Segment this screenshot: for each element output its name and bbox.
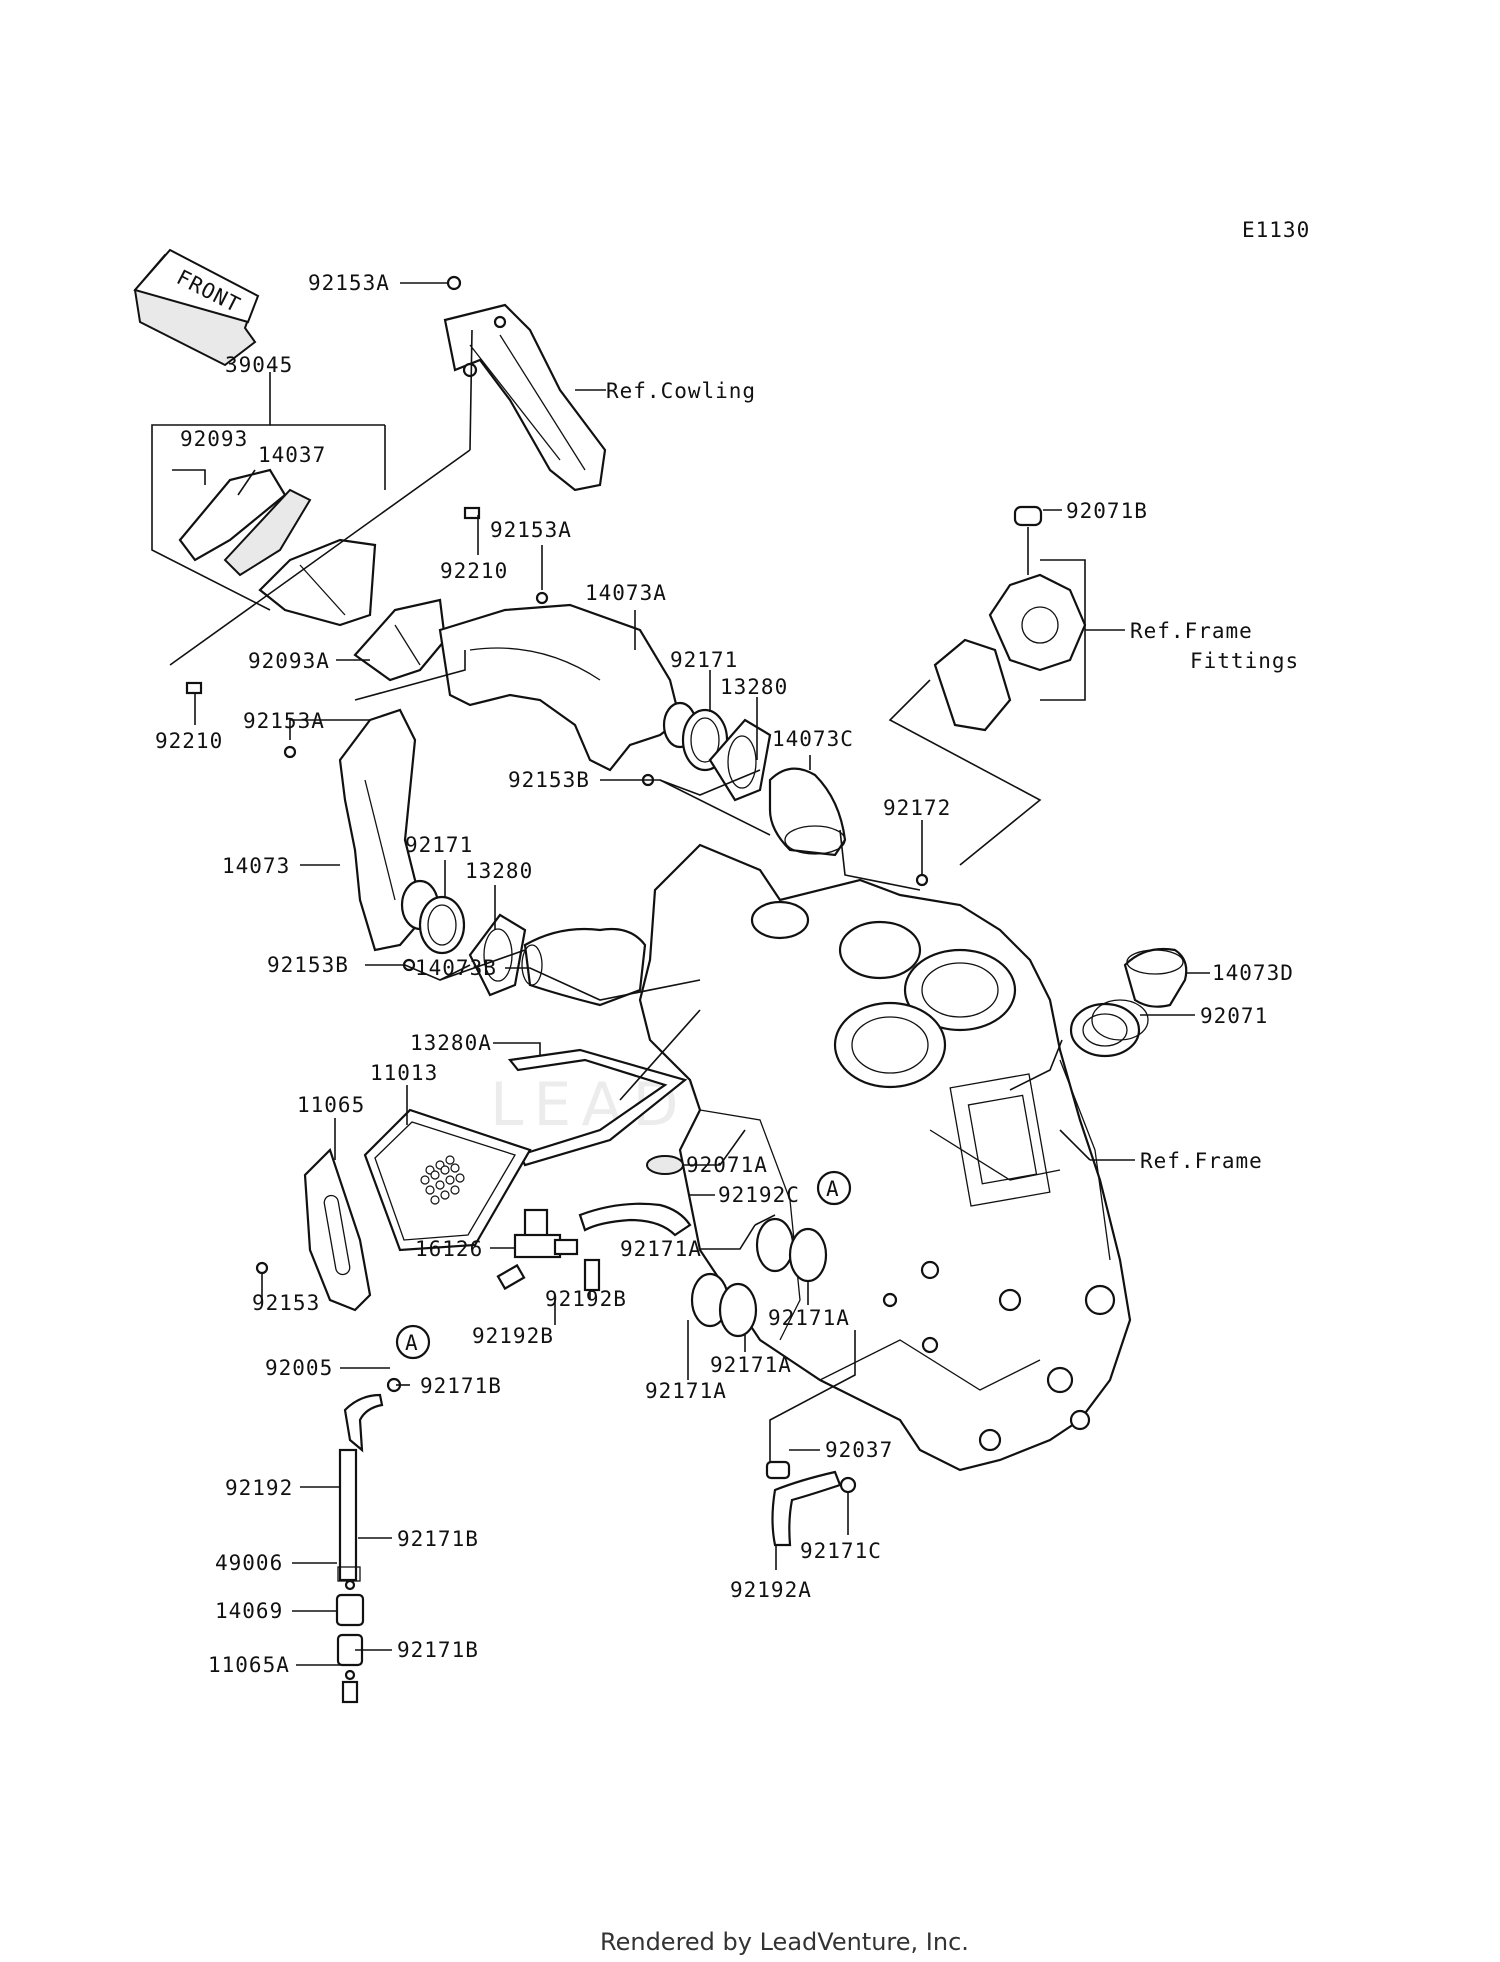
cowling-bracket — [443, 303, 607, 492]
label-14069: 14069 — [215, 1599, 283, 1623]
bolt-92153a-left — [283, 745, 297, 759]
label-14037: 14037 — [258, 443, 326, 467]
label-92153a-mid: 92153A — [490, 518, 572, 542]
label-92171c: 92171C — [800, 1539, 882, 1563]
label-92192b-2: 92192B — [472, 1324, 554, 1348]
frame-fitting-assembly — [933, 505, 1087, 732]
label-92171-top: 92171 — [670, 648, 738, 672]
gasket-13280-low — [468, 913, 527, 997]
label-13280a: 13280A — [410, 1031, 492, 1055]
label-92171-low: 92171 — [405, 833, 473, 857]
label-11013: 11013 — [370, 1061, 438, 1085]
clamp-92171-low — [418, 895, 466, 955]
label-92005: 92005 — [265, 1356, 333, 1380]
label-92071: 92071 — [1200, 1004, 1268, 1028]
front-arrow-icon: FRONT — [133, 248, 260, 367]
label-92192b-1: 92192B — [545, 1287, 627, 1311]
label-92210-low: 92210 — [155, 729, 223, 753]
diagram-code: E1130 — [1242, 218, 1310, 242]
label-11065: 11065 — [297, 1093, 365, 1117]
label-14073a: 14073A — [585, 581, 667, 605]
label-92037: 92037 — [825, 1438, 893, 1462]
label-92093: 92093 — [180, 427, 248, 451]
duct-14073b — [521, 927, 647, 1007]
label-92153b-low: 92153B — [267, 953, 349, 977]
clip-92210-mid — [463, 506, 481, 520]
label-ref-frame: Ref.Frame — [1140, 1149, 1263, 1173]
label-92153a-left: 92153A — [243, 709, 325, 733]
ring-92071 — [1069, 999, 1149, 1058]
bolt-92153a-top — [446, 275, 462, 291]
grommet-92071a — [646, 1155, 684, 1175]
main-frame — [638, 843, 1132, 1472]
label-49006: 49006 — [215, 1551, 283, 1575]
hose-92192c — [578, 1202, 692, 1237]
breather-assembly — [335, 1377, 402, 1704]
label-92171a-3: 92171A — [710, 1353, 792, 1377]
label-92171b-3: 92171B — [397, 1638, 479, 1662]
bolt-92153 — [255, 1261, 269, 1275]
bolt-92153a-mid — [535, 591, 549, 605]
air-duct-14073a — [438, 603, 698, 772]
part-labels: 39045 92093 14037 92153A Ref.Cowling 921… — [155, 271, 1299, 1677]
drain-hose-assembly — [765, 1460, 857, 1547]
label-92071b: 92071B — [1066, 499, 1148, 523]
label-ref-frame-fittings-2: Fittings — [1190, 649, 1299, 673]
label-92192: 92192 — [225, 1476, 293, 1500]
label-92171b-1: 92171B — [420, 1374, 502, 1398]
bolt-92172 — [915, 873, 929, 887]
label-92172: 92172 — [883, 796, 951, 820]
label-13280-low: 13280 — [465, 859, 533, 883]
valve-16126 — [513, 1208, 579, 1259]
elbow-duct-14073c — [768, 767, 847, 857]
label-92153: 92153 — [252, 1291, 320, 1315]
callout-a-lower: A — [395, 1324, 431, 1360]
label-16126: 16126 — [415, 1237, 483, 1261]
clamp-92171a-group — [690, 1217, 828, 1338]
label-39045: 39045 — [225, 353, 293, 377]
label-92210-mid: 92210 — [440, 559, 508, 583]
gasket-13280-top — [708, 718, 772, 802]
label-14073d: 14073D — [1212, 961, 1294, 985]
leader-lines — [151, 282, 1210, 1666]
label-92171a-4: 92171A — [645, 1379, 727, 1403]
clip-92210-low — [185, 681, 203, 695]
label-92093a: 92093A — [248, 649, 330, 673]
label-14073c: 14073C — [772, 727, 854, 751]
label-92153a-top: 92153A — [308, 271, 390, 295]
label-92171a-1: 92171A — [620, 1237, 702, 1261]
label-92153b-top: 92153B — [508, 768, 590, 792]
air-duct-cover-assembly — [178, 468, 377, 627]
label-92071a: 92071A — [686, 1153, 768, 1177]
footer-credit: Rendered by LeadVenture, Inc. — [600, 1928, 969, 1956]
label-13280-top: 13280 — [720, 675, 788, 699]
label-14073: 14073 — [222, 854, 290, 878]
cover-plate-11065 — [303, 1147, 372, 1312]
label-92192a: 92192A — [730, 1578, 812, 1602]
label-14073b: 14073B — [415, 956, 497, 980]
label-92171b-2: 92171B — [397, 1527, 479, 1551]
svg-text:A: A — [826, 1177, 840, 1201]
air-filter-11013 — [363, 1108, 532, 1252]
label-ref-cowling: Ref.Cowling — [606, 379, 756, 403]
label-92171a-2: 92171A — [768, 1306, 850, 1330]
callout-a-upper: A — [816, 1170, 852, 1206]
label-ref-frame-fittings-1: Ref.Frame — [1130, 619, 1253, 643]
label-11065a: 11065A — [208, 1653, 290, 1677]
hose-92192b-left — [496, 1263, 526, 1291]
svg-text:A: A — [405, 1331, 419, 1355]
hose-92192b-right — [583, 1258, 601, 1292]
label-92192c: 92192C — [718, 1183, 800, 1207]
funnel-14073d — [1123, 947, 1188, 1008]
